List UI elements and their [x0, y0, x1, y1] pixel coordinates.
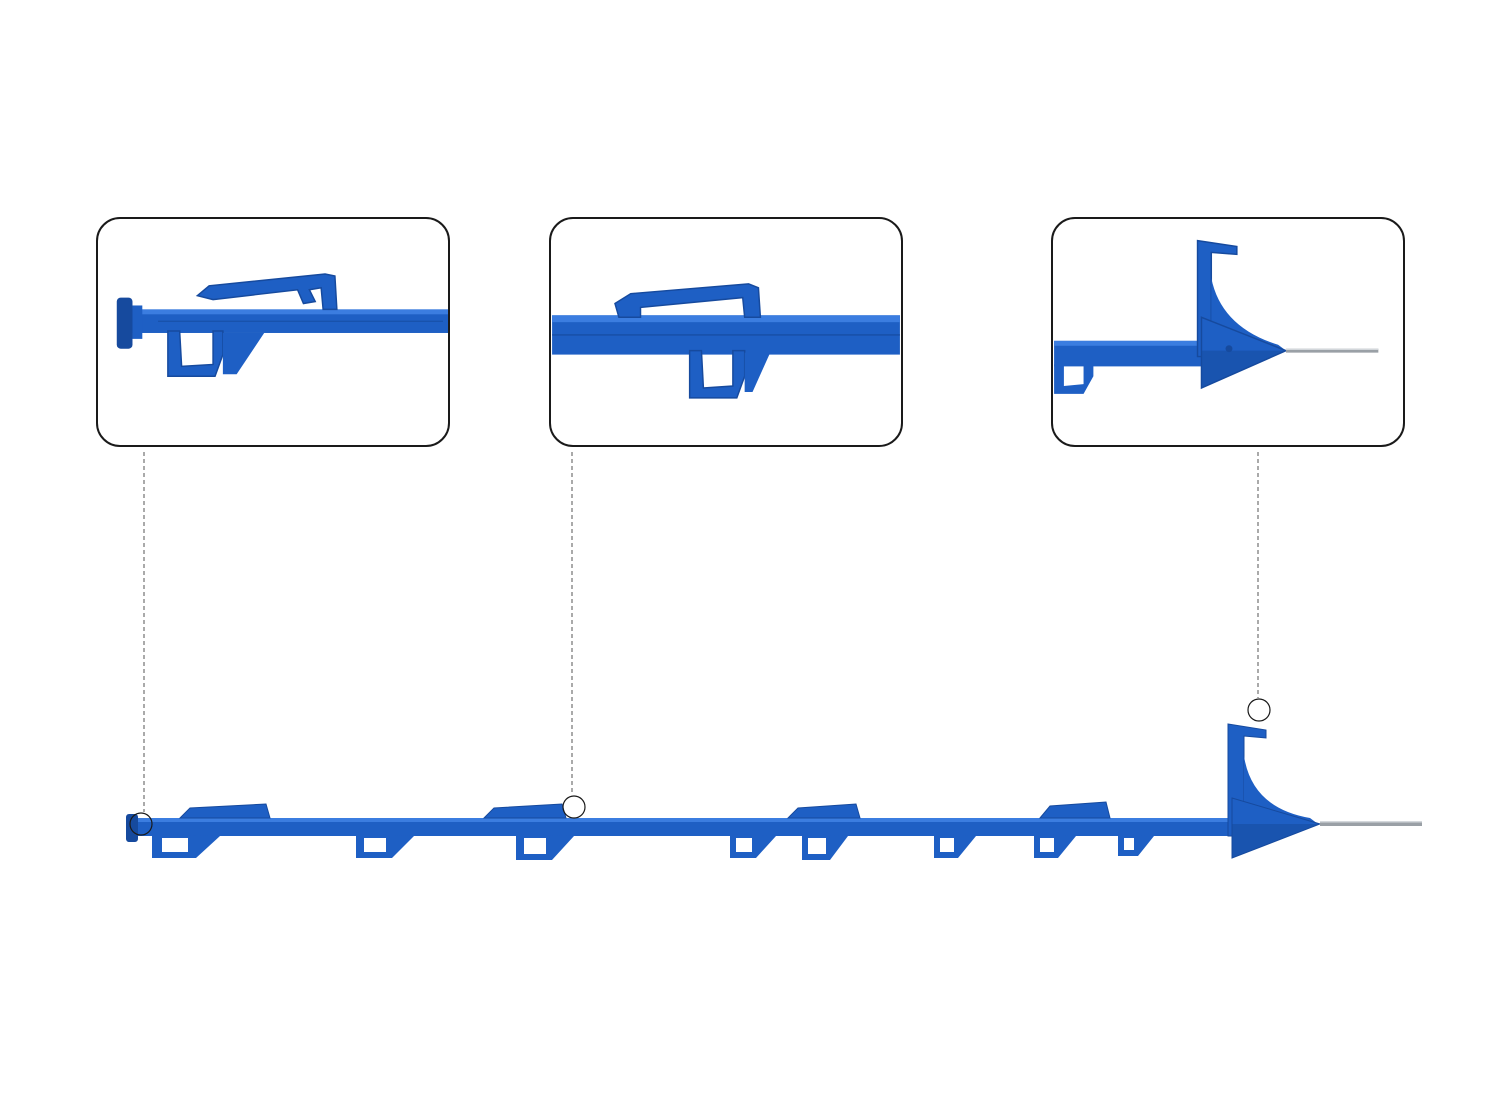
detail-box-foot [1051, 217, 1405, 447]
detail-box-middle [549, 217, 903, 447]
detail-foot-illustration [1054, 239, 1379, 394]
callout-circle-middle [562, 795, 586, 819]
wire-clip [482, 803, 567, 819]
wire-clip [786, 803, 861, 819]
detail-middle-illustration [552, 283, 900, 399]
hook-brace [222, 332, 265, 375]
steel-pin [1320, 821, 1422, 826]
hook-loop [356, 834, 414, 858]
hook-loop [1054, 364, 1094, 394]
detail-box-top-end [96, 217, 450, 447]
foot-brace [1244, 756, 1318, 830]
hook-loop [730, 834, 776, 858]
shaft-highlight [1054, 340, 1241, 346]
shaft-highlight [128, 309, 448, 315]
spike-cone [1231, 797, 1322, 859]
hook-loop [516, 834, 574, 860]
hook-loop [1034, 834, 1076, 858]
hook-loops [152, 834, 1154, 860]
end-cap [116, 297, 133, 349]
callout-circle-top-end [129, 812, 153, 836]
rivet [1225, 345, 1233, 353]
foot-step [1227, 723, 1267, 837]
wire-clip [614, 283, 762, 318]
steel-pin-shine [1285, 348, 1379, 350]
hook-loop [688, 349, 746, 399]
hook-loop [167, 330, 224, 377]
hook-brace [744, 352, 771, 392]
wire-clips [178, 801, 1111, 819]
hook-loop [152, 834, 220, 858]
steel-pin [1285, 348, 1379, 353]
hook-loop [934, 834, 976, 858]
wire-clip [178, 803, 271, 819]
shaft-highlight [552, 315, 900, 323]
post-shaft-highlight [128, 818, 1258, 822]
end-collar [132, 305, 143, 339]
hook-loop [802, 834, 848, 860]
post-shaft [128, 818, 1258, 836]
steel-pin-shine [1320, 821, 1422, 823]
callout-circle-foot [1247, 698, 1271, 722]
hook-loop [1118, 834, 1154, 856]
detail-top-end-illustration [116, 273, 448, 377]
spike-cone-shade [1232, 824, 1320, 858]
spike-cone-shade [1201, 350, 1286, 389]
post-end-cap [126, 814, 138, 842]
wire-clip [195, 273, 338, 311]
wire-clip [1038, 801, 1111, 819]
